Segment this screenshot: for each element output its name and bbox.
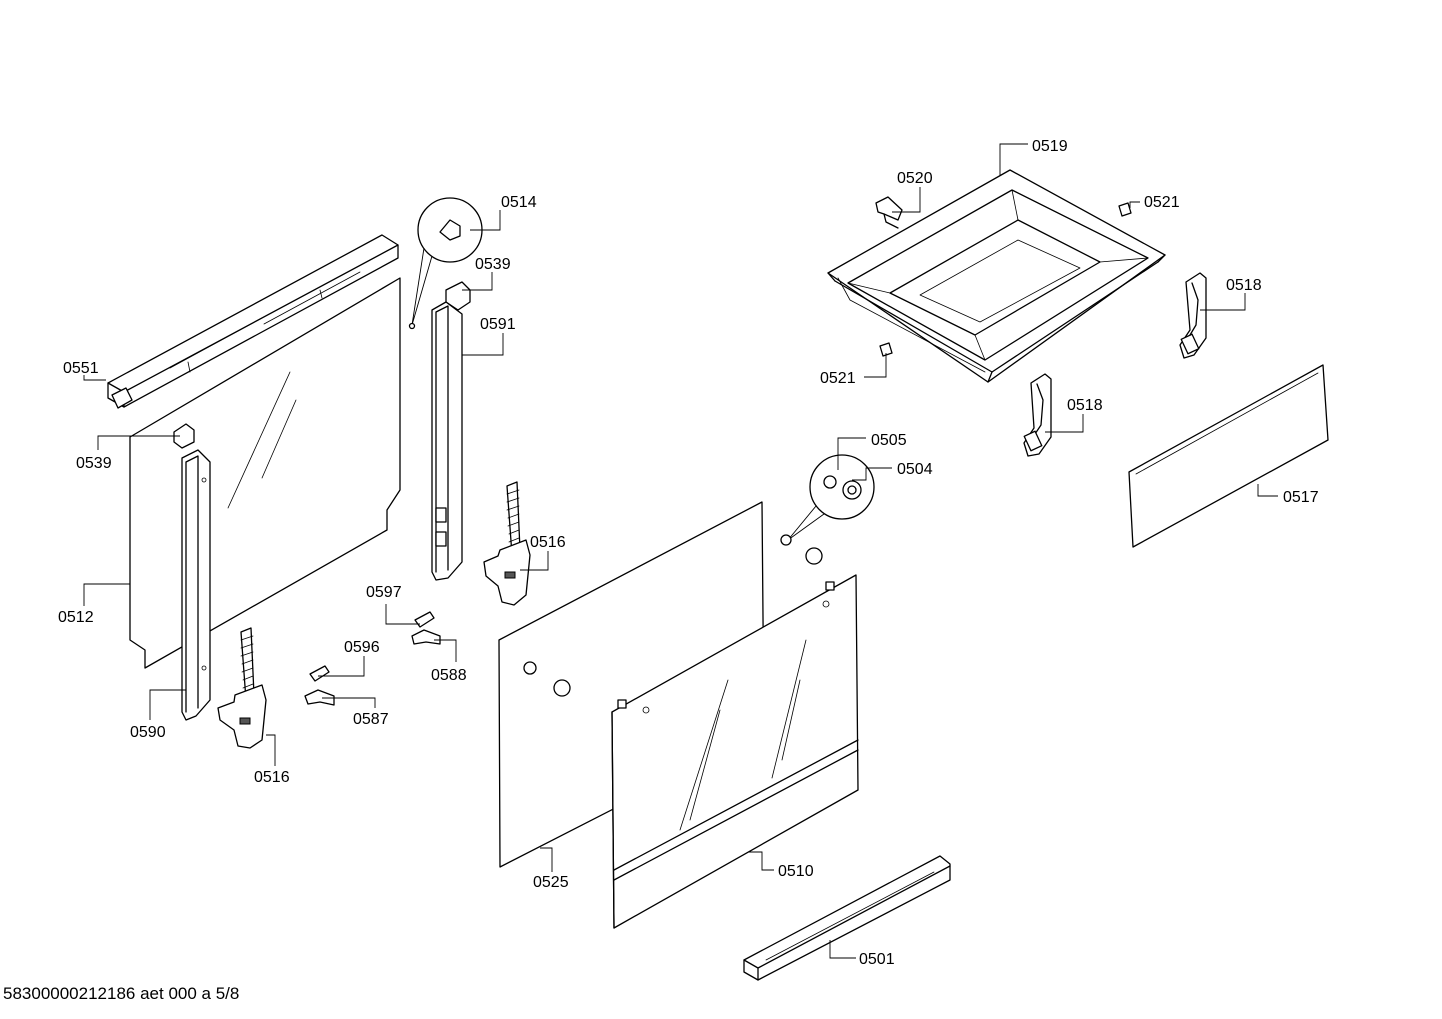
label-0539-left: 0539 bbox=[76, 455, 112, 472]
detail-callout-0514 bbox=[408, 197, 483, 330]
hinge-0518-top bbox=[1179, 272, 1207, 359]
label-0521-top: 0521 bbox=[1144, 194, 1180, 211]
detail-callout-0505-0504 bbox=[780, 454, 875, 565]
baking-tray-0519 bbox=[827, 169, 1166, 383]
label-0551: 0551 bbox=[63, 360, 99, 377]
label-0505: 0505 bbox=[871, 432, 907, 449]
label-0512: 0512 bbox=[58, 609, 94, 626]
hinge-0518-bottom bbox=[1023, 373, 1052, 457]
label-0591: 0591 bbox=[480, 316, 516, 333]
hinge-0516-left bbox=[217, 627, 267, 749]
label-0518-top: 0518 bbox=[1226, 277, 1262, 294]
label-0525: 0525 bbox=[533, 874, 569, 891]
door-rail-0590 bbox=[181, 449, 211, 721]
glass-panel-0517 bbox=[1128, 364, 1329, 548]
label-0590: 0590 bbox=[130, 724, 166, 741]
inner-glass-0512 bbox=[129, 277, 401, 669]
label-0516-left: 0516 bbox=[254, 769, 290, 786]
label-0520: 0520 bbox=[897, 170, 933, 187]
door-handle-0501 bbox=[743, 855, 951, 981]
bracket-0587 bbox=[304, 689, 335, 706]
label-0501: 0501 bbox=[859, 951, 895, 968]
label-0519: 0519 bbox=[1032, 138, 1068, 155]
top-trim-0551 bbox=[107, 234, 399, 409]
label-0596: 0596 bbox=[344, 639, 380, 656]
door-rail-0591 bbox=[431, 301, 463, 581]
part-labels: 0519 0520 0521 0521 0518 0518 0517 0514 … bbox=[58, 138, 1319, 968]
label-0518-bottom: 0518 bbox=[1067, 397, 1103, 414]
label-0588: 0588 bbox=[431, 667, 467, 684]
hinge-0516-right bbox=[483, 481, 531, 606]
label-0504: 0504 bbox=[897, 461, 933, 478]
clip-0521-top bbox=[1118, 202, 1132, 217]
clip-0539-left bbox=[173, 423, 195, 449]
clip-0596 bbox=[309, 665, 330, 682]
clip-0521-bottom bbox=[879, 342, 893, 357]
label-0539-top: 0539 bbox=[475, 256, 511, 273]
label-0521-bottom: 0521 bbox=[820, 370, 856, 387]
label-0514: 0514 bbox=[501, 194, 537, 211]
label-0587: 0587 bbox=[353, 711, 389, 728]
leader-lines bbox=[83, 143, 1278, 959]
label-0517: 0517 bbox=[1283, 489, 1319, 506]
label-0510: 0510 bbox=[778, 863, 814, 880]
clip-0520 bbox=[875, 196, 903, 229]
drawing-footer: 58300000212186 aet 000 a 5/8 bbox=[3, 984, 239, 1003]
label-0516-right: 0516 bbox=[530, 534, 566, 551]
clip-0597 bbox=[414, 611, 435, 628]
label-0597: 0597 bbox=[366, 584, 402, 601]
bracket-0588 bbox=[411, 629, 441, 645]
outer-door-0510 bbox=[611, 574, 859, 929]
